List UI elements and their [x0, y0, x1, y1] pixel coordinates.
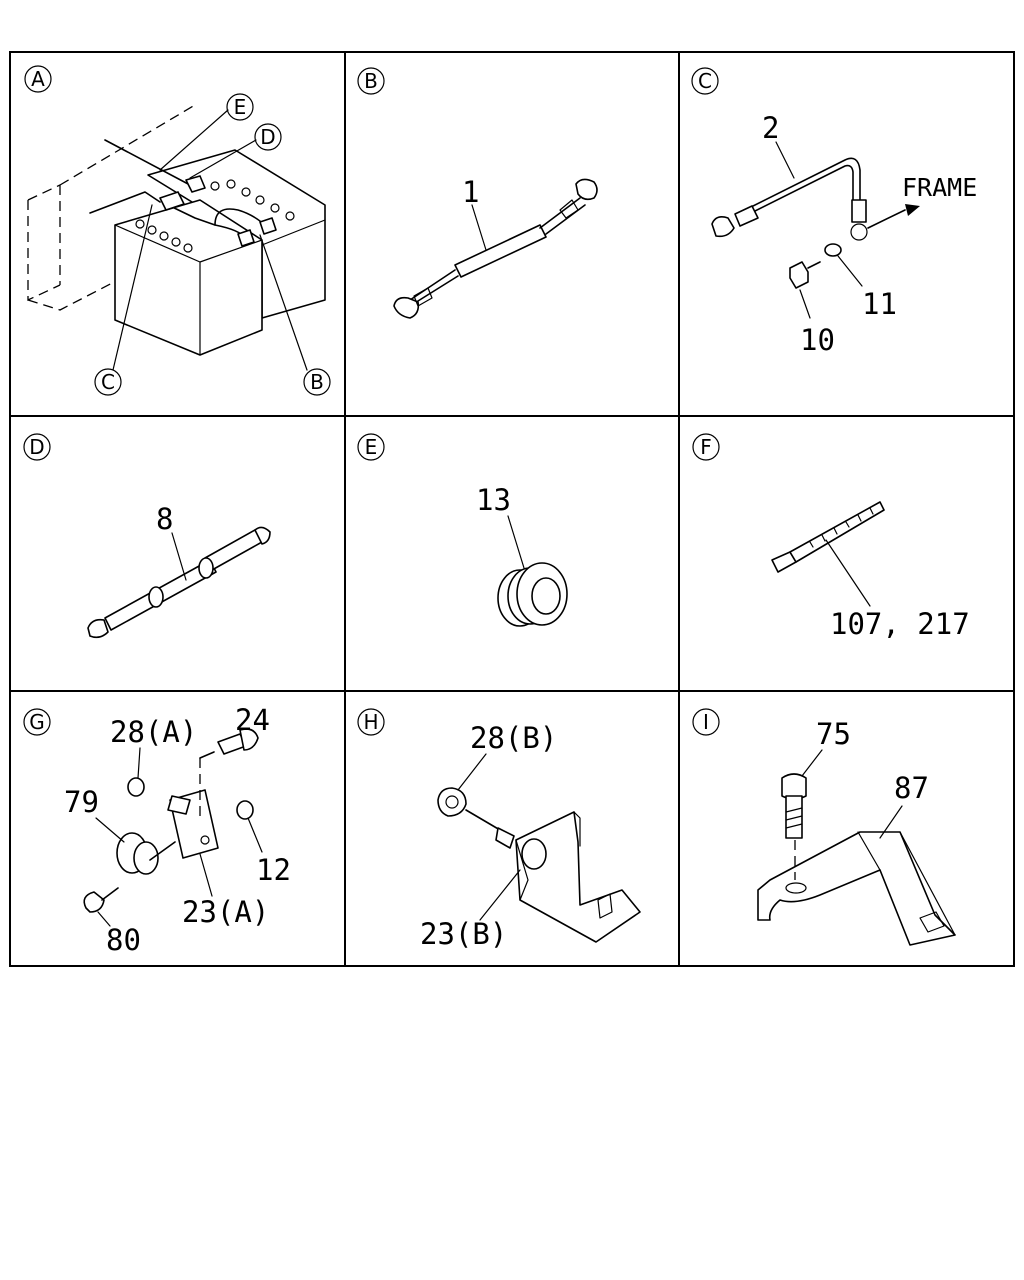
panel-b-id-marker: B [357, 67, 385, 95]
callout-1: 1 [462, 175, 479, 209]
svg-text:E: E [365, 435, 378, 459]
svg-text:I: I [703, 710, 709, 734]
callout-2: 2 [762, 111, 779, 145]
callout-13: 13 [476, 483, 511, 517]
callout-24: 24 [235, 703, 270, 737]
callout-107-217: 107, 217 [830, 607, 970, 641]
panel-c: C 2 FRAME 11 10 [691, 67, 977, 357]
svg-text:B: B [364, 69, 378, 93]
callout-23a-leader [199, 853, 213, 897]
battery-cable-positive-drawing [393, 178, 598, 319]
frame-direction-label: FRAME [902, 173, 977, 202]
panel-d: D 8 [23, 433, 271, 639]
callout-107-217-leader [825, 539, 871, 607]
panel-i: I 75 87 [692, 708, 956, 946]
callout-e-marker: E [226, 93, 254, 121]
panel-h-id-marker: H [357, 708, 385, 736]
bracket-a-assembly-drawing [83, 728, 259, 913]
support-bracket-drawing [757, 773, 956, 946]
svg-text:C: C [698, 69, 712, 93]
callout-23b: 23(B) [420, 917, 507, 951]
callout-12-leader [247, 817, 263, 853]
panel-g-id-marker: G [23, 708, 51, 736]
callout-c-marker: C [94, 368, 122, 396]
svg-text:H: H [363, 710, 378, 734]
panel-e-id-marker: E [357, 433, 385, 461]
svg-text:B: B [310, 370, 324, 394]
ground-cable-drawing [711, 157, 920, 289]
panel-g: G 28(A) 24 79 12 23(A) 80 [23, 703, 291, 957]
battery-assembly-drawing [27, 104, 326, 371]
callout-28a: 28(A) [110, 715, 197, 749]
panel-b: B 1 [357, 67, 598, 319]
panel-c-id-marker: C [691, 67, 719, 95]
callout-11-leader [837, 255, 863, 287]
callout-28b-leader [457, 753, 487, 791]
panel-e: E 13 [357, 433, 568, 627]
callout-10: 10 [800, 323, 835, 357]
panel-i-id-marker: I [692, 708, 720, 736]
callout-2-leader [775, 141, 795, 179]
callout-b-marker: B [303, 368, 331, 396]
callout-d-marker: D [254, 123, 282, 151]
callout-79: 79 [64, 785, 99, 819]
panel-grid [9, 51, 1015, 967]
callout-13-leader [507, 515, 525, 569]
callout-11: 11 [862, 287, 897, 321]
callout-10-leader [799, 289, 811, 319]
panel-h: H 28(B) 23(B) [357, 708, 641, 951]
callout-80: 80 [106, 923, 141, 957]
svg-text:F: F [700, 435, 712, 459]
callout-75-leader [801, 749, 823, 777]
callout-23b-leader [479, 869, 521, 921]
svg-text:E: E [234, 95, 247, 119]
panel-a: A [24, 65, 331, 396]
svg-text:D: D [260, 125, 275, 149]
cable-tie-drawing [771, 501, 885, 573]
panel-f: F 107, 217 [692, 433, 970, 641]
svg-text:A: A [31, 67, 45, 91]
callout-12: 12 [256, 853, 291, 887]
svg-text:D: D [29, 435, 44, 459]
callout-79-leader [95, 817, 125, 843]
callout-8-leader [171, 532, 187, 581]
callout-1-leader [471, 204, 487, 251]
grommet-drawing [497, 562, 568, 627]
callout-75: 75 [816, 717, 851, 751]
callout-23a: 23(A) [182, 895, 269, 929]
callout-28a-leader [137, 747, 141, 779]
callout-28b: 28(B) [470, 721, 557, 755]
callout-8: 8 [156, 502, 173, 536]
callout-87: 87 [894, 771, 929, 805]
battery-cable-link-drawing [87, 526, 271, 639]
bracket-b-assembly-drawing [437, 787, 641, 943]
callout-87-leader [879, 805, 903, 839]
callout-80-leader [97, 911, 111, 927]
svg-text:G: G [29, 710, 45, 734]
panel-f-id-marker: F [692, 433, 720, 461]
svg-text:C: C [101, 370, 115, 394]
panel-a-id-marker: A [24, 65, 52, 93]
panel-d-id-marker: D [23, 433, 51, 461]
